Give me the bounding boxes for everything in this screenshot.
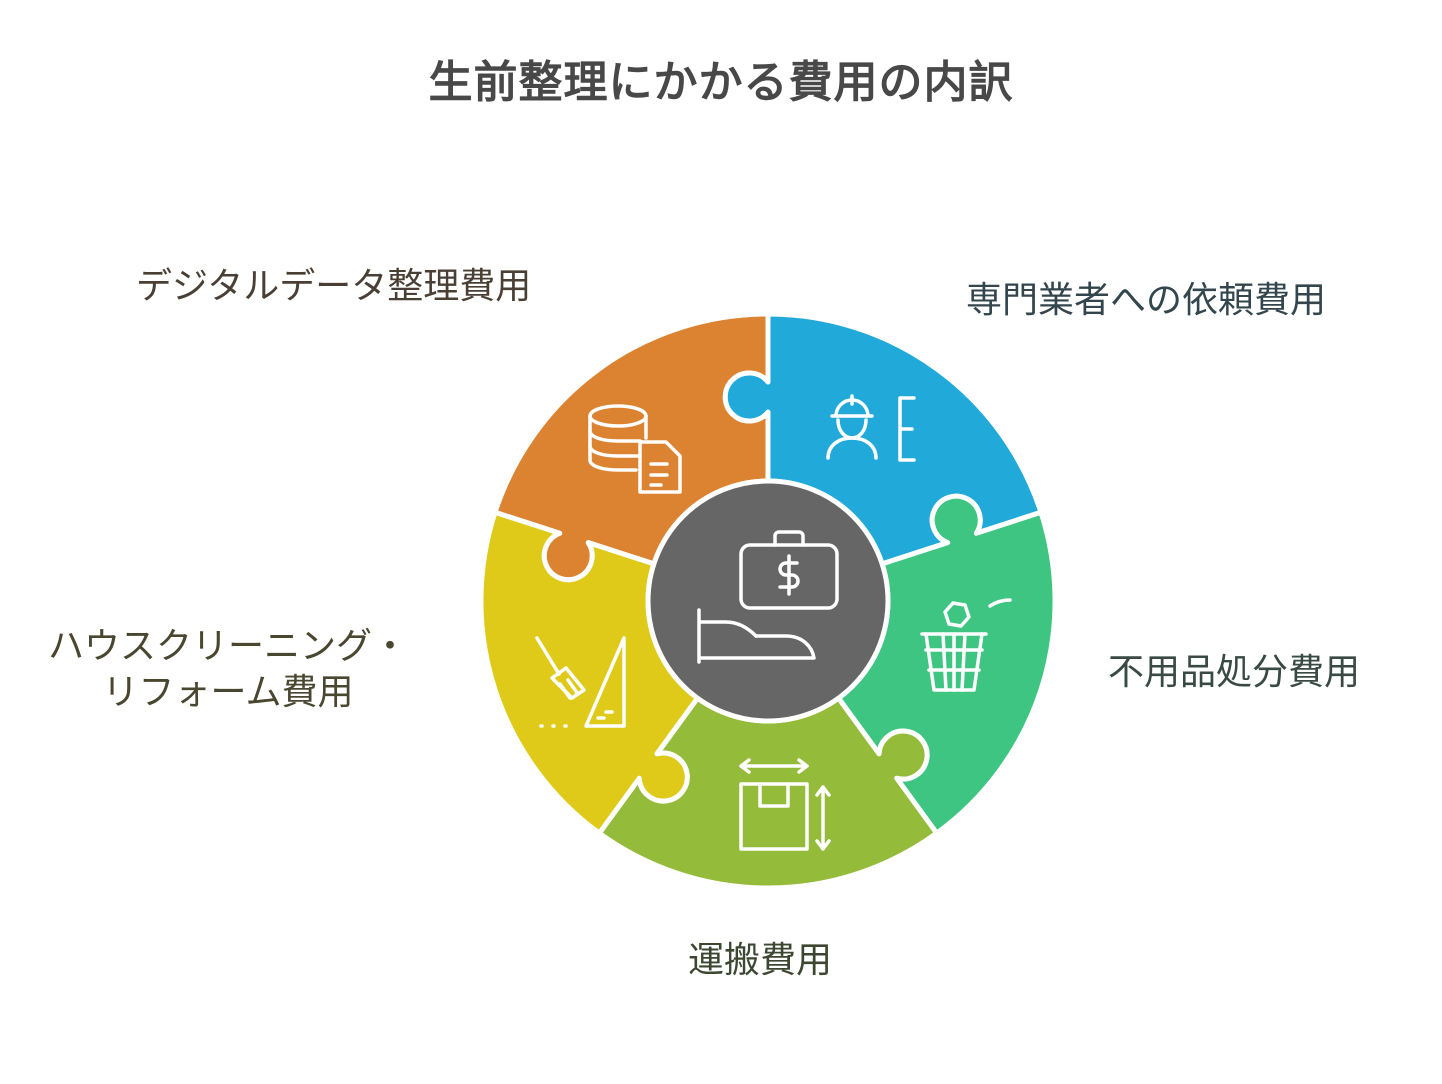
label-waste-disposal-cost: 不用品処分費用 (1108, 652, 1361, 693)
label-cleaning-line-1: ハウスクリーニング・ (47, 626, 408, 667)
worker-clipboard-icon (826, 394, 916, 462)
center-circle (645, 478, 891, 724)
label-digital-data-cost: デジタルデータ整理費用 (136, 266, 532, 307)
box-dimensions-icon (739, 758, 831, 851)
trash-basket-icon (920, 598, 1012, 692)
label-transport-cost: 運搬費用 (688, 940, 833, 981)
label-cleaning-line-2: リフォーム費用 (102, 672, 354, 713)
database-document-icon (588, 404, 682, 494)
diagram-title: 生前整理にかかる費用の内訳 (428, 57, 1014, 108)
broom-ruler-icon (535, 636, 626, 728)
label-professional-cost: 専門業者への依頼費用 (966, 280, 1327, 321)
label-cleaning-reform-cost: ハウスクリーニング・ リフォーム費用 (18, 624, 438, 716)
money-briefcase-hand-icon (697, 530, 839, 664)
